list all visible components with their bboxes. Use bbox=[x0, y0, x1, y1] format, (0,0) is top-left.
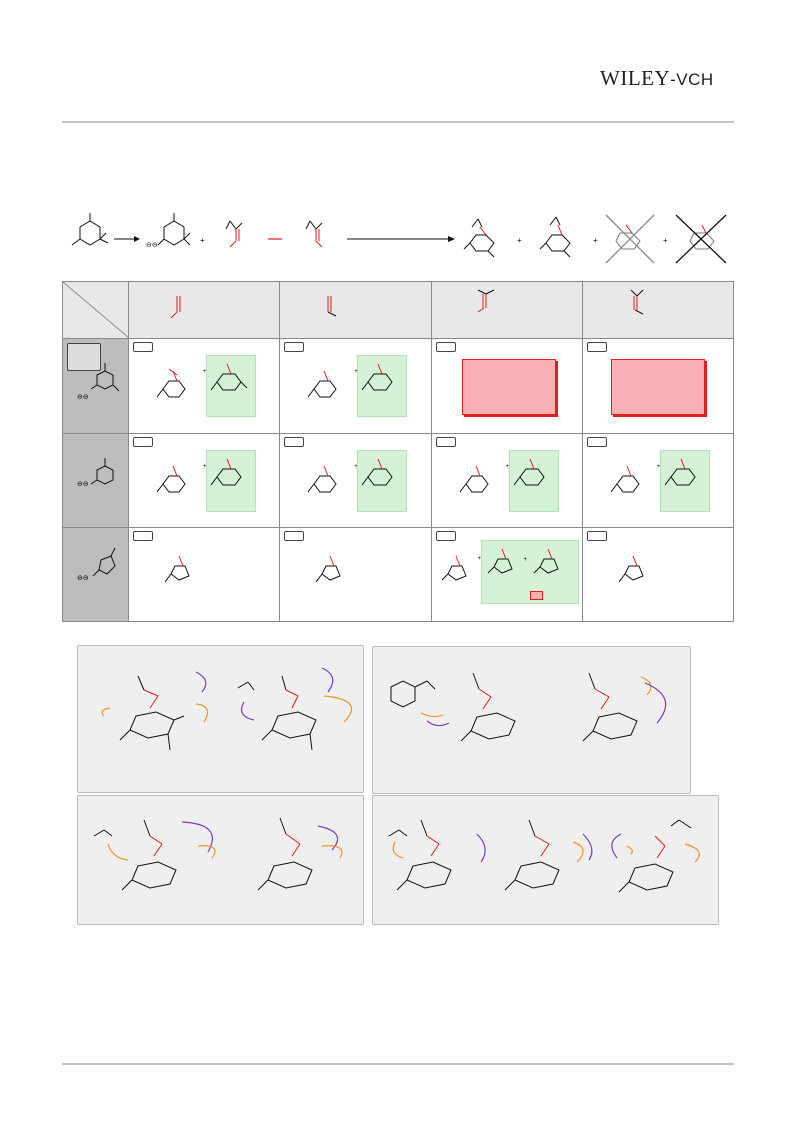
footer-rule bbox=[62, 1063, 734, 1065]
cell-r2-c4: + bbox=[581, 433, 735, 528]
scheme-plus-2: + bbox=[517, 236, 522, 245]
starting-material bbox=[71, 213, 109, 246]
cell-r1-c4 bbox=[581, 338, 735, 434]
product-2 bbox=[539, 216, 571, 258]
cell-r1-c3 bbox=[430, 338, 583, 434]
ts-panel-2-drawing bbox=[390, 672, 667, 742]
favored-product-box bbox=[206, 355, 256, 417]
plus-sign: + bbox=[505, 464, 510, 470]
minor-product-tag bbox=[529, 591, 543, 600]
header-diene-4 bbox=[581, 281, 735, 339]
product-3-crossed bbox=[605, 214, 655, 264]
scheme-plus: + bbox=[200, 236, 205, 245]
ts-structure-e bbox=[93, 819, 216, 891]
charge-label: ⊖⊖ bbox=[146, 241, 158, 249]
ts-structure-i bbox=[611, 819, 700, 893]
favored-product-box bbox=[357, 355, 408, 417]
favored-product-box: + bbox=[480, 540, 579, 604]
entry-label bbox=[435, 342, 456, 352]
plus-sign: + bbox=[203, 464, 207, 470]
publisher-suffix: -VCH bbox=[670, 70, 714, 89]
no-reaction-box bbox=[461, 359, 556, 415]
dianion bbox=[157, 213, 191, 246]
publisher-name: WILEY bbox=[600, 66, 671, 90]
cell-r2-c1: + bbox=[127, 433, 281, 528]
row-header-3: ⊖⊖ bbox=[62, 527, 129, 622]
ts-panel-2 bbox=[372, 646, 691, 794]
cell-r3-c3: + + bbox=[430, 527, 583, 622]
cell-r2-c3: + bbox=[430, 433, 583, 528]
favored-product-box bbox=[508, 450, 559, 512]
header-rule bbox=[62, 121, 734, 123]
ts-panel-1 bbox=[77, 645, 364, 793]
entry-label bbox=[133, 531, 153, 541]
header-diene-3 bbox=[430, 281, 583, 339]
entry-label bbox=[586, 531, 607, 541]
entry-label bbox=[435, 437, 456, 447]
entry-label bbox=[284, 437, 305, 447]
scheme-plus-3: + bbox=[593, 236, 598, 245]
charge-label-r2: ⊖⊖ bbox=[77, 480, 89, 488]
reaction-scheme-drawing: ⊖⊖ + + bbox=[71, 213, 727, 264]
product-4-crossed bbox=[675, 214, 727, 264]
plus-sign: + bbox=[656, 464, 661, 470]
entry-label bbox=[586, 437, 607, 447]
header-diene-1 bbox=[127, 281, 281, 339]
entry-label bbox=[284, 342, 305, 352]
table-corner bbox=[62, 281, 129, 339]
ts-panel-1-drawing bbox=[101, 667, 353, 751]
charge-label-r1: ⊖⊖ bbox=[77, 393, 89, 401]
entry-label bbox=[435, 531, 456, 541]
cell-r1-c2: + bbox=[279, 338, 432, 434]
favored-product-box bbox=[206, 450, 256, 512]
ts-structure-g bbox=[388, 819, 486, 891]
entry-label bbox=[284, 531, 305, 541]
row-header-2: ⊖⊖ bbox=[62, 433, 129, 528]
plus-sign: + bbox=[354, 369, 358, 375]
ts-structure-c bbox=[390, 672, 516, 742]
cell-r1-c1: + bbox=[127, 338, 281, 434]
ts-panel-3 bbox=[77, 795, 364, 925]
entry-label bbox=[133, 342, 153, 352]
reaction-scheme: ⊖⊖ + + bbox=[62, 205, 734, 275]
favored-product-box bbox=[357, 450, 408, 512]
plus-sign: + bbox=[203, 369, 207, 375]
no-reaction-box bbox=[610, 359, 705, 415]
ts-panel-4-drawing bbox=[388, 819, 700, 893]
ts-structure-f bbox=[257, 817, 343, 891]
favored-product-box bbox=[659, 450, 710, 512]
plus-sign: + bbox=[354, 464, 358, 470]
ts-structure-a bbox=[101, 671, 209, 751]
product-1 bbox=[463, 218, 495, 258]
publisher-logo: WILEY-VCH bbox=[600, 66, 740, 91]
scheme-plus-4: + bbox=[663, 236, 668, 245]
ts-panel-3-drawing bbox=[93, 817, 343, 891]
cell-r3-c2 bbox=[279, 527, 432, 622]
plus-sign: + bbox=[523, 557, 528, 563]
ts-structure-b bbox=[237, 667, 353, 751]
entry-label bbox=[586, 342, 607, 352]
plus-sign: + bbox=[477, 556, 482, 562]
diene-a bbox=[225, 220, 243, 248]
header-diene-2 bbox=[279, 281, 432, 339]
cell-r3-c4 bbox=[581, 527, 735, 622]
ts-panel-4 bbox=[372, 795, 719, 925]
substrate-table: ⊖⊖ + + bbox=[62, 281, 735, 622]
cell-r2-c2: + bbox=[279, 433, 432, 528]
diene-b bbox=[305, 220, 323, 248]
charge-label-r3: ⊖⊖ bbox=[77, 574, 89, 582]
row-tag bbox=[67, 343, 101, 371]
ts-structure-d bbox=[582, 672, 667, 742]
entry-label bbox=[133, 437, 153, 447]
cell-r3-c1 bbox=[127, 527, 281, 622]
row-header-1: ⊖⊖ bbox=[62, 338, 129, 434]
ts-structure-h bbox=[504, 819, 593, 891]
